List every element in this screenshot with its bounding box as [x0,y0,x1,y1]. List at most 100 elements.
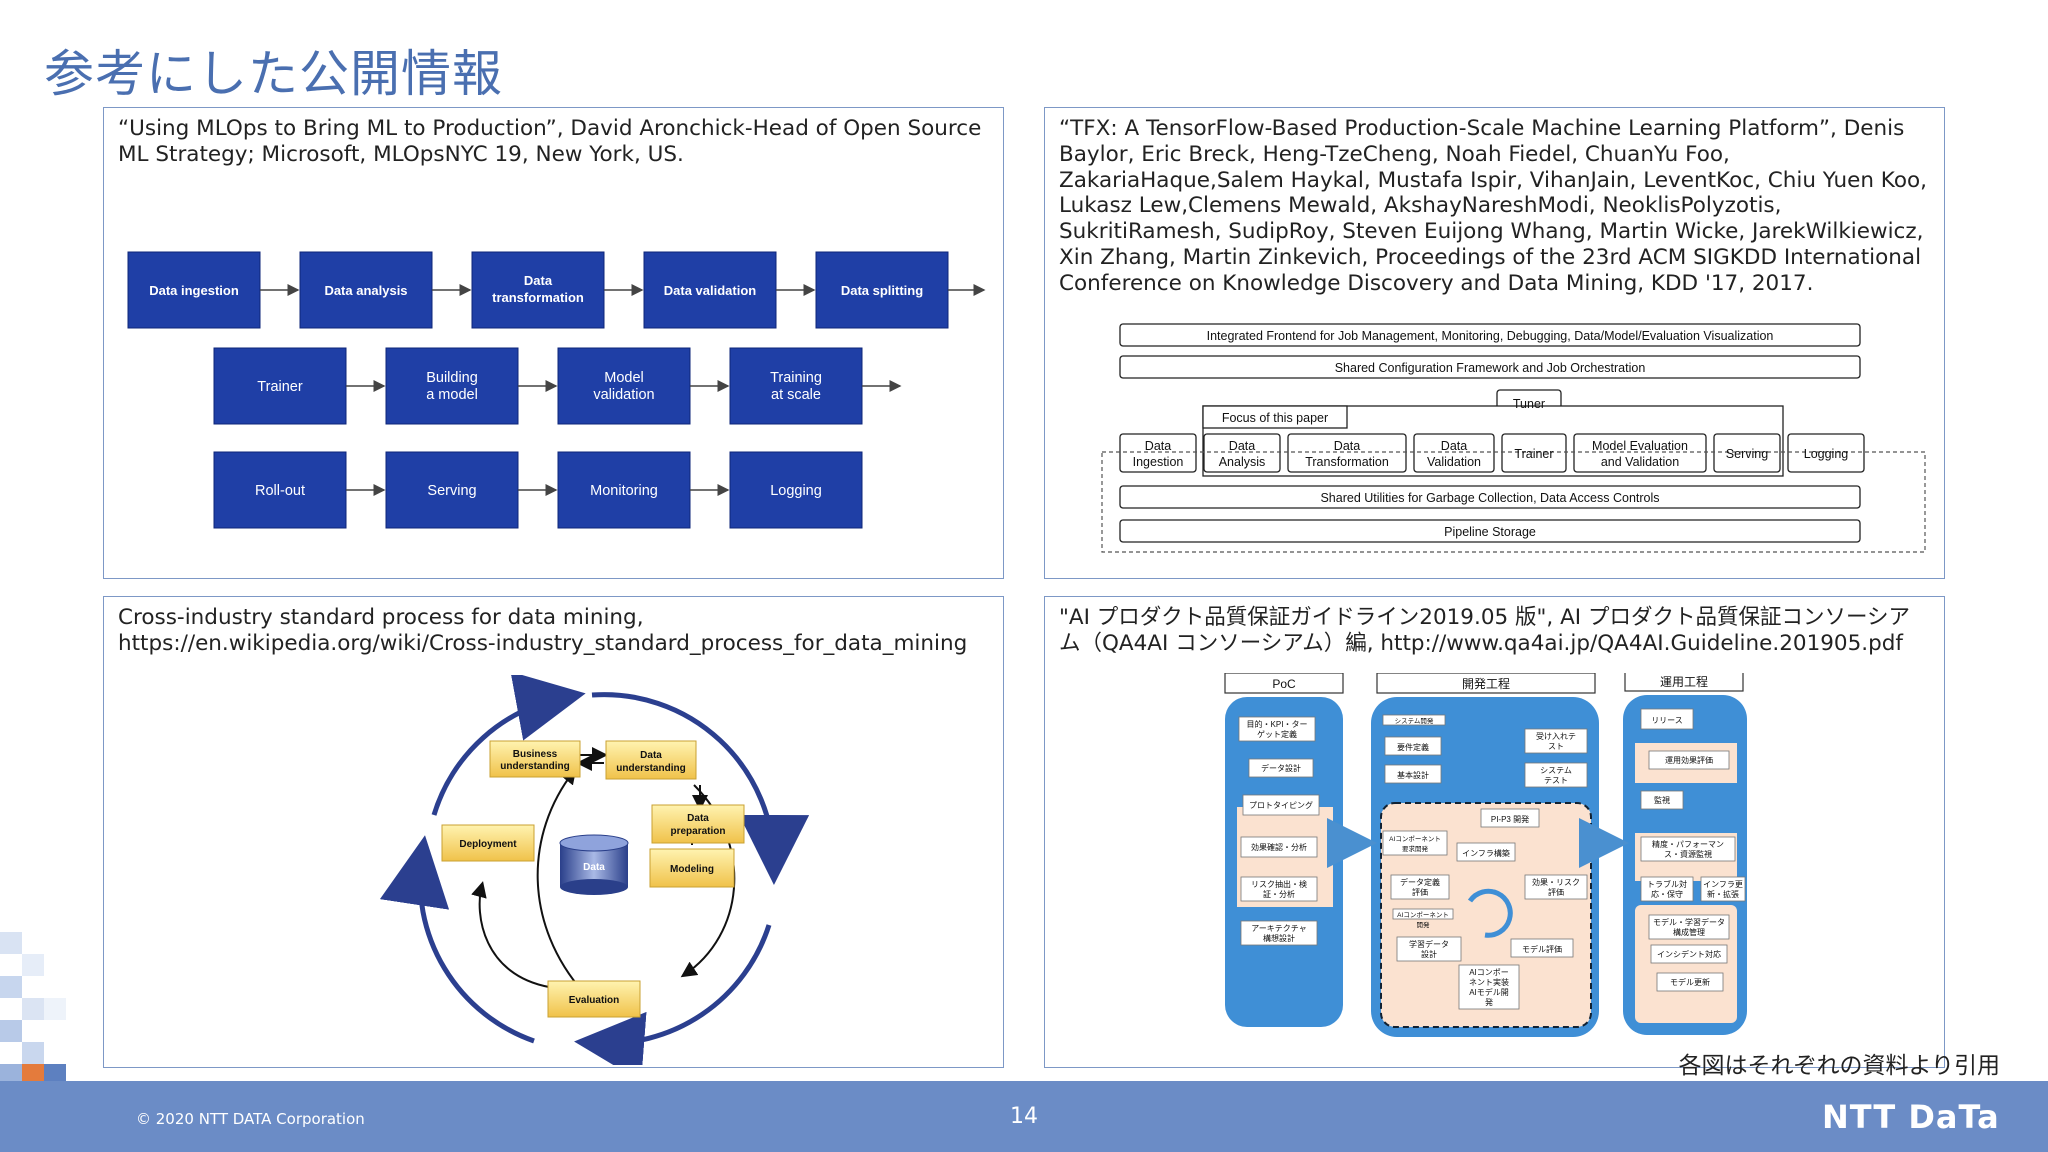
dev-item-5: システム [1540,766,1572,775]
tfx-serving: Serving [1726,447,1768,461]
tfx-transformation-1: Data [1334,439,1360,453]
crisp-business-2: understanding [500,761,569,772]
label-data-splitting: Data splitting [841,283,923,298]
dev-item-14: 評価 [1548,887,1564,897]
poc-item-0: 目的・KPI・ター [1247,719,1308,729]
dev-item-12: 評価 [1412,887,1428,897]
ops-item-4: ス・資源監視 [1664,849,1712,859]
ops-item-2: 監視 [1654,795,1670,805]
label-logging: Logging [770,483,822,499]
dev-item-1: 要件定義 [1397,742,1429,752]
qa-header-dev: 開発工程 [1462,676,1510,691]
label-data-validation: Data validation [664,283,757,298]
label-data-ingestion: Data ingestion [149,283,239,298]
tfx-architecture-diagram: Integrated Frontend for Job Management, … [1101,323,1926,553]
tfx-frontend: Integrated Frontend for Job Management, … [1207,329,1774,343]
tfx-ingestion-2: Ingestion [1133,455,1184,469]
poc-item-8: 構想設計 [1263,933,1295,943]
page-number: 14 [1010,1104,1038,1129]
box-building-model [385,347,519,425]
dev-item-19: モデル評価 [1522,944,1562,954]
citation-note: 各図はそれぞれの資料より引用 [1678,1053,2000,1079]
crisp-deployment: Deployment [459,839,517,850]
tfx-model-eval-1: Model Evaluation [1592,439,1688,453]
dev-item-2: 基本設計 [1397,770,1429,780]
dev-item-15: AIコンポーネント [1397,911,1449,919]
crisp-data-und-2: understanding [616,763,685,774]
poc-item-1: ゲット定義 [1257,729,1297,739]
label-model-validation-1: Model [604,370,644,386]
box-trainer [213,347,347,425]
label-trainer: Trainer [257,379,303,395]
dev-item-20: AIコンポー [1469,968,1509,977]
ops-item-9: モデル・学習データ [1653,917,1725,927]
box-model-validation [557,347,691,425]
footer-copyright: © 2020 NTT DATA Corporation [136,1110,365,1128]
page-title: 参考にした公開情報 [44,45,503,103]
mlops-pipeline-diagram: Data ingestion Data analysis Data transf… [127,251,986,529]
panel-qa4ai: "AI プロダクト品質保証ガイドライン2019.05 版", AI プロダクト品… [1044,596,1945,1068]
crisp-citation: Cross-industry standard process for data… [118,605,968,656]
poc-item-7: アーキテクチャ [1251,924,1306,933]
panel-tfx: “TFX: A TensorFlow-Based Production-Scal… [1044,107,1945,579]
qa4ai-process-diagram: PoC 開発工程 運用工程 [1224,673,1747,1037]
qa-header-poc: PoC [1272,677,1296,691]
crisp-dm-diagram: Business understanding Data understandin… [379,675,810,1065]
tfx-validation-1: Data [1441,439,1467,453]
ops-item-0: リリース [1651,716,1683,725]
box-data-transformation [471,251,605,329]
footer-bar [0,1081,2048,1152]
dev-item-16: 開発 [1417,920,1431,929]
poc-item-5: リスク抽出・検 [1251,879,1307,889]
mlops-citation: “Using MLOps to Bring ML to Production”,… [118,116,982,167]
dev-item-18: 設計 [1421,949,1437,959]
ops-item-12: モデル更新 [1670,977,1710,987]
crisp-data-prep-1: Data [687,813,709,824]
dev-item-17: 学習データ [1409,939,1449,949]
tfx-utilities: Shared Utilities for Garbage Collection,… [1320,491,1659,505]
ops-item-11: インシデント対応 [1657,949,1721,959]
ops-item-7: インフラ更 [1703,880,1743,889]
label-training-scale-2: at scale [771,387,821,403]
crisp-data-cylinder: Data [583,862,605,873]
dev-item-0: システム開発 [1395,716,1434,725]
tfx-analysis-2: Analysis [1219,455,1266,469]
crisp-business-1: Business [513,749,558,760]
dev-item-7: PI-P3 開発 [1491,815,1529,824]
tfx-storage: Pipeline Storage [1444,525,1536,539]
panel-mlops: “Using MLOps to Bring ML to Production”,… [103,107,1004,579]
tfx-model-eval-2: and Validation [1601,455,1679,469]
tfx-logging: Logging [1804,447,1849,461]
ops-item-6: 応・保守 [1651,889,1683,899]
label-building-1: Building [426,370,478,386]
label-roll-out: Roll-out [255,483,305,499]
box-logging [729,451,863,529]
dev-item-10: インフラ構築 [1462,848,1510,858]
box-roll-out [213,451,347,529]
dev-item-23: 発 [1485,998,1493,1007]
ntt-data-logo: NTT DaTa [1822,1098,2000,1136]
tfx-validation-2: Validation [1427,455,1481,469]
ops-item-10: 構成管理 [1673,927,1705,937]
panel-crisp-dm: Cross-industry standard process for data… [103,596,1004,1068]
label-building-2: a model [426,387,478,403]
box-serving [385,451,519,529]
poc-item-6: 証・分析 [1263,889,1295,899]
label-data-analysis: Data analysis [324,283,407,298]
tfx-tuner: Tuner [1513,397,1545,411]
label-data-transformation-1: Data [524,273,553,288]
tfx-transformation-2: Transformation [1305,455,1389,469]
label-data-transformation-2: transformation [492,290,584,305]
tfx-ingestion-1: Data [1145,439,1171,453]
tfx-focus: Focus of this paper [1222,411,1328,425]
tfx-citation: “TFX: A TensorFlow-Based Production-Scal… [1059,116,1927,296]
qa-header-ops: 運用工程 [1660,674,1708,689]
dev-item-22: AIモデル開 [1469,987,1509,997]
tfx-analysis-1: Data [1229,439,1255,453]
poc-item-4: 効果確認・分析 [1251,842,1307,852]
label-training-scale-1: Training [770,370,822,386]
dev-item-9: 要求開発 [1402,844,1429,853]
box-training-at-scale [729,347,863,425]
dev-item-6: テスト [1544,776,1568,785]
dev-item-8: AIコンポーネント [1389,835,1441,843]
